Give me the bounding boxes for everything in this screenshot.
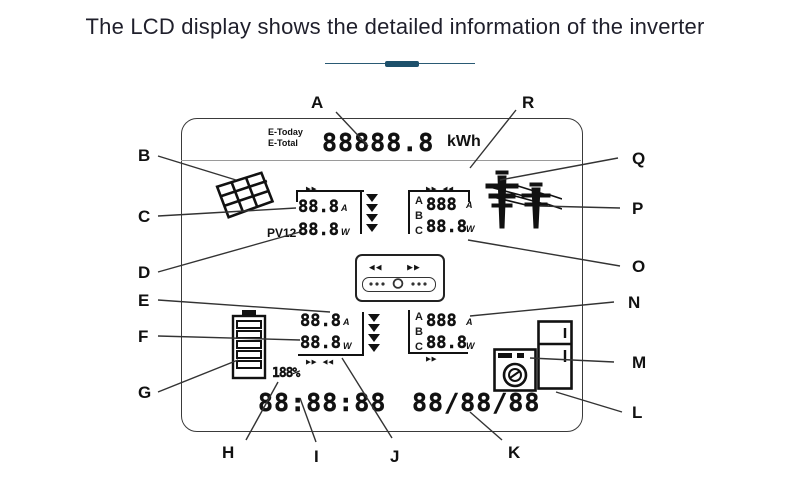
- solar-panel-icon: [215, 171, 275, 219]
- page-title: The LCD display shows the detailed infor…: [85, 14, 705, 39]
- callout-c: C: [138, 207, 151, 226]
- e-total-label: E-Total: [268, 138, 298, 148]
- page-header: The LCD display shows the detailed infor…: [0, 0, 790, 78]
- callout-h: H: [222, 443, 235, 462]
- energy-unit: kWh: [447, 133, 481, 150]
- grid-power-unit: W: [466, 224, 475, 234]
- washing-machine-icon: [493, 348, 537, 392]
- pv-bracket-top: [296, 190, 364, 202]
- callout-i: I: [314, 447, 319, 466]
- battery-power-unit: W: [343, 341, 352, 351]
- callout-r: R: [522, 93, 535, 112]
- e-today-label: E-Today: [268, 127, 303, 137]
- energy-labels: E-Today E-Total: [268, 127, 328, 149]
- energy-digits: 88888.8: [322, 128, 435, 157]
- inverter-arrow-right: ▸▸: [406, 260, 421, 275]
- load-current-digits: 888: [426, 311, 457, 331]
- grid-phase-c-label: C: [415, 225, 423, 237]
- load-power-digits: 88.8: [426, 333, 467, 353]
- callout-a: A: [311, 93, 324, 112]
- pv-power-digits: 88.8: [298, 220, 339, 240]
- callout-b: B: [138, 146, 151, 165]
- battery-current-digits: 88.8: [300, 311, 341, 331]
- callout-e: E: [138, 291, 150, 310]
- callout-p: P: [632, 199, 644, 218]
- callout-j: J: [390, 447, 400, 466]
- callout-m: M: [632, 353, 647, 372]
- load-flow-arrows: ▸▸: [425, 352, 438, 365]
- pv-chevron-icon: [366, 194, 378, 232]
- battery-bracket-bottom: [298, 354, 364, 356]
- clock-date-digits: 88/88/88: [412, 388, 541, 417]
- grid-power-digits: 88.8: [426, 217, 467, 237]
- battery-icon: [231, 310, 267, 380]
- battery-bracket-right: [362, 312, 364, 356]
- grid-flow-arrows: ▸▸ ◂◂: [425, 182, 455, 195]
- lcd-top-separator: [181, 160, 581, 161]
- divider-accent: [385, 61, 419, 67]
- callout-d: D: [138, 263, 151, 282]
- load-phase-a-label: A: [415, 311, 423, 323]
- callout-o: O: [632, 257, 646, 276]
- callout-q: Q: [632, 149, 646, 168]
- load-phase-c-label: C: [415, 341, 423, 353]
- pv-bracket-right: [360, 190, 362, 234]
- callout-n: N: [628, 293, 641, 312]
- grid-bracket-left: [408, 190, 410, 234]
- pv-current-unit: A: [341, 203, 348, 213]
- callout-f: F: [138, 327, 149, 346]
- battery-percent: 188%: [272, 366, 301, 381]
- grid-voltage-digits: 888: [426, 195, 457, 215]
- grid-voltage-unit: A: [466, 200, 473, 210]
- pv-flow-arrows: ▸▸: [305, 182, 318, 195]
- battery-power-digits: 88.8: [300, 333, 341, 353]
- load-bracket-left: [408, 310, 410, 354]
- grid-phase-labels: A B C: [415, 194, 423, 239]
- load-phase-labels: A B C: [415, 310, 423, 355]
- battery-current-unit: A: [343, 317, 350, 327]
- refrigerator-icon: [537, 320, 573, 390]
- title-divider: [325, 61, 475, 67]
- battery-chevron-icon: [368, 314, 380, 352]
- battery-flow-arrows: ▸▸ ◂◂: [305, 355, 335, 368]
- callout-g: G: [138, 383, 152, 402]
- pv-current-digits: 88.8: [298, 197, 339, 217]
- load-power-unit: W: [466, 341, 475, 351]
- power-tower-icon: [485, 170, 562, 229]
- load-current-unit: A: [466, 317, 473, 327]
- inverter-bar-indicator-icon: [369, 278, 427, 289]
- inverter-arrow-left: ◂◂: [368, 260, 383, 275]
- callout-l: L: [632, 403, 643, 422]
- load-bracket-bottom: [408, 352, 468, 354]
- pv-power-unit: W: [341, 227, 350, 237]
- callout-k: K: [508, 443, 521, 462]
- clock-time-digits: 88:88:88: [258, 388, 387, 417]
- grid-bracket-top: [408, 190, 470, 202]
- grid-phase-a-label: A: [415, 195, 423, 207]
- grid-phase-b-label: B: [415, 210, 423, 222]
- pv-label: PV12: [267, 226, 297, 240]
- load-phase-b-label: B: [415, 326, 423, 338]
